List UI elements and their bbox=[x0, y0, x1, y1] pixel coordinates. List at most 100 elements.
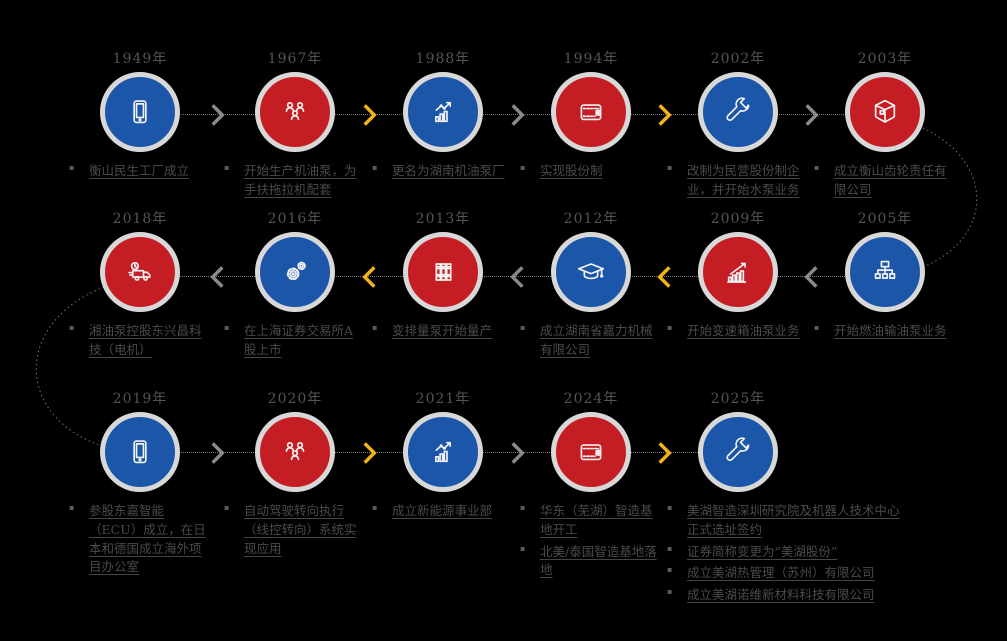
desc-item: 成立衡山齿轮责任有限公司 bbox=[810, 162, 952, 200]
arrow-left-icon bbox=[210, 265, 225, 289]
timeline-node: 1949年 衡山民生工厂成立 bbox=[65, 50, 215, 184]
desc-item: 自动驾驶转向执行（线控转向）系统实现应用 bbox=[220, 502, 362, 558]
chart-line-icon bbox=[427, 436, 459, 468]
node-circle bbox=[698, 412, 778, 492]
desc-item: 成立新能源事业部 bbox=[368, 502, 510, 521]
node-circle bbox=[403, 412, 483, 492]
desc-item: 参股东嘉智能（ECU）成立，在日本和德国成立海外项目办公室 bbox=[65, 502, 207, 577]
node-circle bbox=[255, 72, 335, 152]
timeline-node: 2020年 自动驾驶转向执行（线控转向）系统实现应用 bbox=[220, 390, 370, 561]
timeline-node: 2013年 变排量泵开始量产 bbox=[368, 210, 518, 344]
node-circle bbox=[551, 72, 631, 152]
timeline-node: 1988年 更名为湖南机油泵厂 bbox=[368, 50, 518, 184]
node-desc: 参股东嘉智能（ECU）成立，在日本和德国成立海外项目办公室 bbox=[65, 502, 207, 577]
node-desc: 改制为民营股份制企业，并开始水泵业务 bbox=[663, 162, 805, 200]
node-circle bbox=[845, 232, 925, 312]
desc-item: 湘油泵控股东兴昌科技（电机） bbox=[65, 322, 207, 360]
node-circle bbox=[255, 412, 335, 492]
desc-item: 改制为民营股份制企业，并开始水泵业务 bbox=[663, 162, 805, 200]
arrow-right-icon bbox=[657, 103, 672, 127]
desc-item: 变排量泵开始量产 bbox=[368, 322, 510, 341]
node-desc: 更名为湖南机油泵厂 bbox=[368, 162, 510, 181]
node-year: 2012年 bbox=[563, 211, 619, 227]
node-year: 2013年 bbox=[415, 211, 471, 227]
team-icon bbox=[279, 96, 311, 128]
node-desc: 开始变速箱油泵业务 bbox=[663, 322, 805, 341]
node-year: 2016年 bbox=[267, 211, 323, 227]
arrow-left-icon bbox=[804, 265, 819, 289]
arrow-right-icon bbox=[510, 441, 525, 465]
timeline-node: 1967年 开始生产机油泵，为手扶拖拉机配套 bbox=[220, 50, 370, 203]
node-year: 2002年 bbox=[710, 51, 766, 67]
arrow-right-icon bbox=[362, 103, 377, 127]
timeline-node: 2018年 湘油泵控股东兴昌科技（电机） bbox=[65, 210, 215, 363]
node-year: 2018年 bbox=[112, 211, 168, 227]
node-year: 1949年 bbox=[112, 51, 168, 67]
node-desc: 美湖智造深圳研究院及机器人技术中心正式选址签约 证券简称变更为“美湖股份” 成立… bbox=[663, 502, 907, 605]
node-year: 1967年 bbox=[267, 51, 323, 67]
arrow-left-icon bbox=[510, 265, 525, 289]
node-circle bbox=[100, 72, 180, 152]
desc-item: 北美/泰国智造基地落地 bbox=[516, 543, 658, 581]
desc-item: 在上海证券交易所A股上市 bbox=[220, 322, 362, 360]
node-year: 2024年 bbox=[563, 391, 619, 407]
wrench-icon bbox=[722, 96, 754, 128]
timeline-node: 1994年 实现股份制 bbox=[516, 50, 666, 184]
chart-line-icon bbox=[427, 96, 459, 128]
box-icon bbox=[869, 96, 901, 128]
desc-item: 华东（芜湖）智造基地开工 bbox=[516, 502, 658, 540]
node-desc: 变排量泵开始量产 bbox=[368, 322, 510, 341]
tablet-icon bbox=[124, 96, 156, 128]
timeline-node: 2012年 成立湖南省嘉力机械有限公司 bbox=[516, 210, 666, 363]
books-icon bbox=[427, 256, 459, 288]
team-icon bbox=[279, 436, 311, 468]
wallet-icon bbox=[575, 96, 607, 128]
node-year: 2019年 bbox=[112, 391, 168, 407]
node-year: 2003年 bbox=[857, 51, 913, 67]
node-desc: 自动驾驶转向执行（线控转向）系统实现应用 bbox=[220, 502, 362, 558]
node-desc: 实现股份制 bbox=[516, 162, 658, 181]
timeline-node: 2005年 开始燃油输油泵业务 bbox=[810, 210, 960, 344]
desc-item: 成立美湖诺维新材料科技有限公司 bbox=[663, 586, 907, 605]
node-year: 2021年 bbox=[415, 391, 471, 407]
desc-item: 开始变速箱油泵业务 bbox=[663, 322, 805, 341]
node-desc: 湘油泵控股东兴昌科技（电机） bbox=[65, 322, 207, 360]
growth-chart-icon bbox=[722, 256, 754, 288]
desc-item: 证券简称变更为“美湖股份” bbox=[663, 543, 907, 562]
node-desc: 成立新能源事业部 bbox=[368, 502, 510, 521]
node-year: 2005年 bbox=[857, 211, 913, 227]
wallet-icon bbox=[575, 436, 607, 468]
node-circle bbox=[403, 72, 483, 152]
desc-item: 开始燃油输油泵业务 bbox=[810, 322, 952, 341]
node-desc: 开始生产机油泵，为手扶拖拉机配套 bbox=[220, 162, 362, 200]
arrow-left-icon bbox=[657, 265, 672, 289]
node-circle bbox=[845, 72, 925, 152]
arrow-right-icon bbox=[510, 103, 525, 127]
node-year: 2009年 bbox=[710, 211, 766, 227]
arrow-right-icon bbox=[210, 441, 225, 465]
desc-item: 实现股份制 bbox=[516, 162, 658, 181]
arrow-right-icon bbox=[210, 103, 225, 127]
wrench-icon bbox=[722, 436, 754, 468]
node-circle bbox=[551, 232, 631, 312]
node-year: 2025年 bbox=[710, 391, 766, 407]
desc-item: 更名为湖南机油泵厂 bbox=[368, 162, 510, 181]
arrow-right-icon bbox=[657, 441, 672, 465]
node-circle bbox=[100, 412, 180, 492]
timeline-node: 2021年 成立新能源事业部 bbox=[368, 390, 518, 524]
timeline-node: 2016年 在上海证券交易所A股上市 bbox=[220, 210, 370, 363]
node-circle bbox=[551, 412, 631, 492]
node-circle bbox=[255, 232, 335, 312]
sitemap-icon bbox=[869, 256, 901, 288]
graduation-cap-icon bbox=[575, 256, 607, 288]
node-year: 1988年 bbox=[415, 51, 471, 67]
node-desc: 在上海证券交易所A股上市 bbox=[220, 322, 362, 360]
node-desc: 成立湖南省嘉力机械有限公司 bbox=[516, 322, 658, 360]
desc-item: 美湖智造深圳研究院及机器人技术中心正式选址签约 bbox=[663, 502, 907, 540]
node-desc: 成立衡山齿轮责任有限公司 bbox=[810, 162, 952, 200]
node-circle bbox=[403, 232, 483, 312]
node-year: 2020年 bbox=[267, 391, 323, 407]
timeline-node: 2024年 华东（芜湖）智造基地开工 北美/泰国智造基地落地 bbox=[516, 390, 666, 583]
desc-item: 开始生产机油泵，为手扶拖拉机配套 bbox=[220, 162, 362, 200]
